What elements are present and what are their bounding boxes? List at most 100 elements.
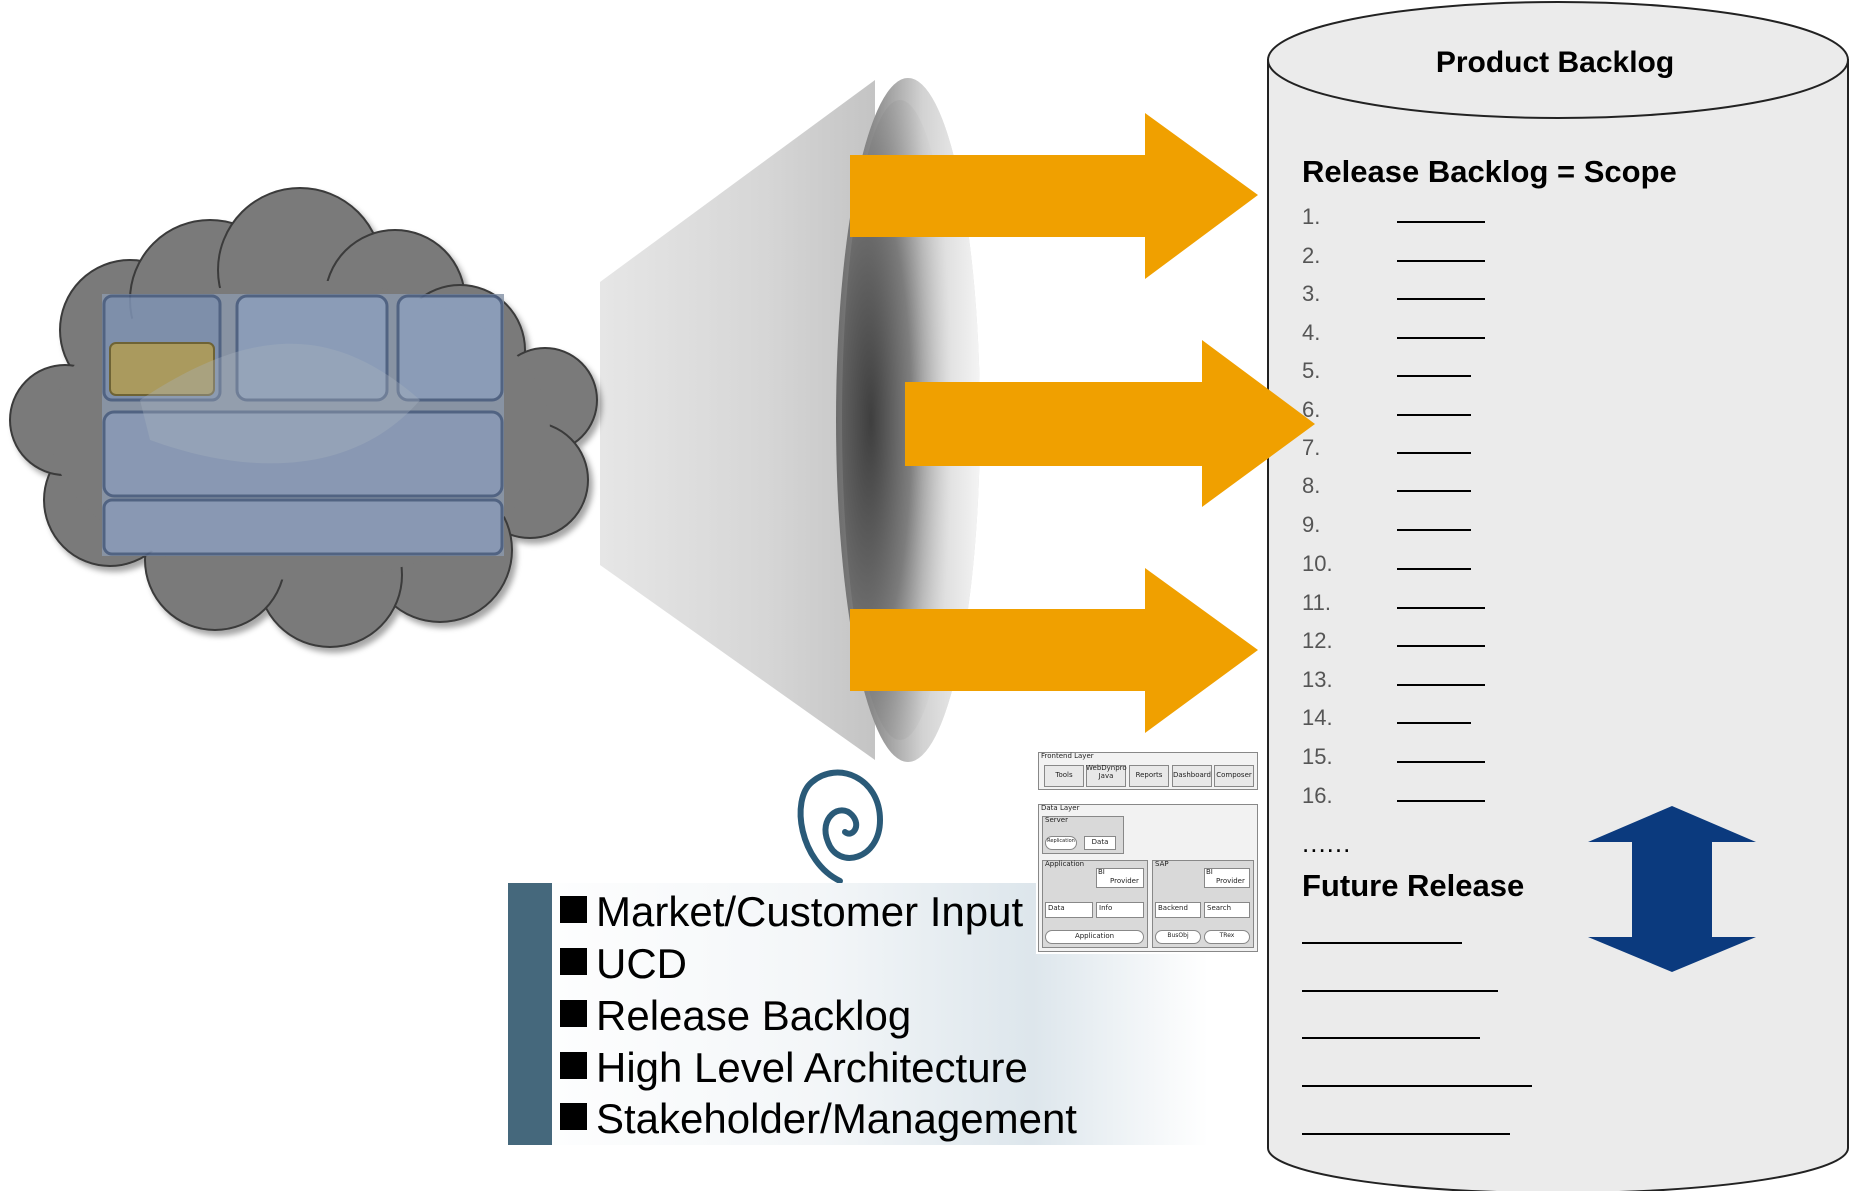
input-item: Stakeholder/Management [560, 1098, 1077, 1140]
future-blank-line [1302, 942, 1462, 944]
backlog-blank-line [1397, 645, 1485, 647]
application-pill-label: Application [1074, 932, 1115, 940]
busobj-pill [1155, 930, 1201, 944]
backlog-blank-line [1397, 607, 1485, 609]
frontend-item [1172, 765, 1212, 787]
bullet-square-icon [560, 896, 587, 923]
data-box [1084, 836, 1116, 850]
backlog-item-number: 12. [1302, 628, 1333, 653]
backlog-blank-line [1397, 337, 1485, 339]
backlog-blank-line [1397, 221, 1485, 223]
backlog-item-number: 16. [1302, 783, 1333, 808]
search-label: Search [1207, 904, 1232, 912]
frontend-item-label: Composer [1216, 771, 1252, 779]
backlog-item-number: 8. [1302, 473, 1321, 498]
backlog-item-number: 9. [1302, 512, 1321, 537]
backlog-blank-line [1397, 375, 1471, 377]
backlog-blank-line [1397, 529, 1471, 531]
input-item-label: Market/Customer Input [596, 888, 1024, 935]
bullet-square-icon [560, 948, 587, 975]
bi-label: BI [1098, 868, 1105, 876]
backlog-blank-line [1397, 260, 1485, 262]
future-blank-line [1302, 1085, 1532, 1087]
frontend-item-label: WebDynpro Java [1086, 764, 1127, 780]
app-data-box [1045, 902, 1093, 918]
backlog-item-number: 1. [1302, 204, 1321, 229]
backlog-blank-line [1397, 452, 1471, 454]
double-arrow-icon [1588, 806, 1756, 972]
sap-bi-provider-box [1204, 868, 1250, 888]
future-blank-line [1302, 1037, 1480, 1039]
backlog-item-number: 14. [1302, 705, 1333, 730]
frontend-item-label: Tools [1055, 771, 1073, 779]
sap-bi-label: BI [1206, 868, 1213, 876]
arrow-middle [905, 340, 1315, 507]
provider-label: Provider [1110, 877, 1139, 885]
bi-provider-box [1096, 868, 1144, 888]
future-blank-line [1302, 990, 1498, 992]
frontend-item [1214, 765, 1254, 787]
sap-label: SAP [1155, 860, 1169, 868]
backlog-blank-line [1397, 568, 1471, 570]
input-item: Release Backlog [560, 995, 911, 1037]
frontend-item [1086, 765, 1126, 787]
future-blank-line [1302, 1133, 1510, 1135]
server-label: Server [1045, 816, 1068, 824]
backlog-item-number: 4. [1302, 320, 1321, 345]
input-item-label: High Level Architecture [596, 1044, 1028, 1091]
backlog-item-number: 6. [1302, 397, 1321, 422]
backend-label: Backend [1158, 904, 1188, 912]
frontend-item [1129, 765, 1169, 787]
backlog-blank-line [1397, 414, 1471, 416]
backlog-blank-line [1397, 722, 1471, 724]
cloud-screenshot [102, 294, 504, 556]
backlog-item-number: 7. [1302, 435, 1321, 460]
backlog-item-number: 15. [1302, 744, 1333, 769]
backlog-ellipsis: ...... [1302, 828, 1352, 858]
backlog-blank-line [1397, 298, 1485, 300]
spiral-icon [797, 769, 884, 884]
sap-provider-label: Provider [1216, 877, 1245, 885]
backlog-blank-line [1397, 490, 1471, 492]
data-box-label: Data [1091, 838, 1109, 846]
replication-label: Replication [1047, 838, 1075, 844]
bullet-square-icon [560, 1103, 587, 1130]
info-label: Info [1099, 904, 1113, 912]
backlog-item-number: 13. [1302, 667, 1333, 692]
bullet-square-icon [560, 1000, 587, 1027]
application-label: Application [1045, 860, 1085, 868]
product-backlog-title: Product Backlog [1435, 46, 1675, 79]
app-data-label: Data [1048, 904, 1065, 912]
input-item-label: Stakeholder/Management [596, 1095, 1077, 1142]
frontend-item-label: Dashboard [1173, 771, 1211, 779]
backlog-blank-line [1397, 800, 1485, 802]
input-item: Market/Customer Input [560, 891, 1023, 933]
architecture-thumbnail: Frontend Layer Tools WebDynpro Java Repo… [1036, 750, 1260, 954]
frontend-layer-label: Frontend Layer [1041, 752, 1094, 760]
search-box [1204, 902, 1250, 918]
funnel-icon [600, 78, 980, 762]
arrow-bottom [850, 568, 1258, 733]
backlog-item-number: 2. [1302, 243, 1321, 268]
trex-label: TRex [1219, 932, 1235, 939]
backlog-blank-line [1397, 684, 1485, 686]
replication-box [1045, 836, 1077, 850]
backlog-item-number: 3. [1302, 281, 1321, 306]
trex-pill [1204, 930, 1250, 944]
backlog-item-number: 5. [1302, 358, 1321, 383]
inputs-accent-bar [508, 883, 552, 1145]
data-layer-label: Data Layer [1041, 804, 1080, 812]
busobj-label: BusObj [1167, 932, 1189, 939]
application-pill [1045, 930, 1144, 944]
input-item-label: UCD [596, 940, 687, 987]
backlog-item-number: 10. [1302, 551, 1333, 576]
release-backlog-title: Release Backlog = Scope [1302, 154, 1677, 189]
backlog-blank-line [1397, 761, 1485, 763]
backend-box [1155, 902, 1201, 918]
input-item: UCD [560, 943, 687, 985]
input-item-label: Release Backlog [596, 992, 912, 1039]
bullet-square-icon [560, 1052, 587, 1079]
future-release-title: Future Release [1302, 868, 1525, 903]
